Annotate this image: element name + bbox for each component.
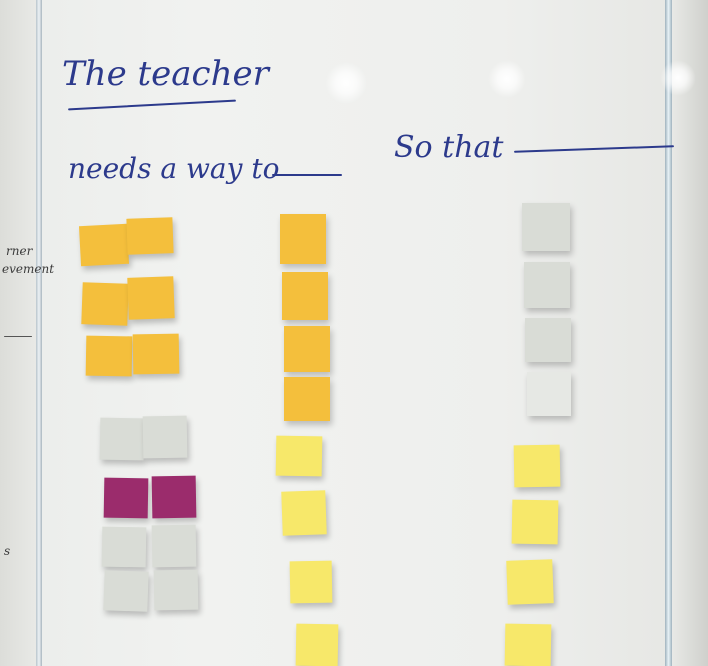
sticky-note[interactable] bbox=[506, 559, 554, 605]
sticky-note[interactable] bbox=[151, 475, 197, 519]
sticky-note[interactable] bbox=[281, 490, 327, 536]
sticky-note[interactable] bbox=[126, 217, 174, 255]
sticky-note[interactable] bbox=[525, 318, 571, 362]
sticky-note[interactable] bbox=[132, 333, 180, 375]
sticky-note[interactable] bbox=[101, 526, 147, 568]
sticky-note[interactable] bbox=[127, 276, 175, 320]
sticky-note[interactable] bbox=[513, 444, 561, 488]
sticky-note[interactable] bbox=[504, 623, 552, 666]
sticky-note[interactable] bbox=[275, 435, 323, 477]
sticky-note[interactable] bbox=[103, 477, 149, 519]
sticky-note[interactable] bbox=[153, 569, 199, 611]
sticky-note[interactable] bbox=[103, 570, 149, 612]
blank-line-2 bbox=[514, 145, 674, 153]
light-reflection bbox=[325, 62, 367, 104]
heading-needs: needs a way to bbox=[68, 152, 280, 185]
edge-text: evement bbox=[2, 262, 55, 276]
sticky-note[interactable] bbox=[284, 377, 330, 421]
blank-line-1 bbox=[272, 174, 342, 176]
sticky-note[interactable] bbox=[282, 272, 328, 320]
edge-line bbox=[4, 336, 32, 337]
sticky-note[interactable] bbox=[289, 560, 333, 604]
sticky-note[interactable] bbox=[527, 372, 571, 416]
whiteboard-frame-right bbox=[665, 0, 672, 666]
sticky-note[interactable] bbox=[85, 335, 133, 377]
title-underline bbox=[68, 99, 236, 111]
sticky-note[interactable] bbox=[81, 282, 129, 326]
heading-title: The teacher bbox=[62, 54, 269, 94]
sticky-note[interactable] bbox=[524, 262, 570, 308]
sticky-note[interactable] bbox=[151, 524, 197, 568]
heading-so-that: So that bbox=[394, 130, 504, 165]
wall-left bbox=[0, 0, 38, 666]
whiteboard-frame-left bbox=[36, 0, 42, 666]
edge-text: s bbox=[4, 544, 11, 558]
sticky-note[interactable] bbox=[511, 499, 559, 545]
sticky-note[interactable] bbox=[295, 623, 339, 666]
edge-text: rner bbox=[6, 244, 33, 258]
sticky-note[interactable] bbox=[78, 223, 130, 267]
sticky-note[interactable] bbox=[99, 417, 145, 461]
sticky-note[interactable] bbox=[280, 214, 326, 264]
sticky-note[interactable] bbox=[142, 415, 188, 459]
light-reflection bbox=[488, 60, 526, 98]
wall-right bbox=[672, 0, 708, 666]
sticky-note[interactable] bbox=[284, 326, 330, 372]
light-reflection bbox=[660, 60, 696, 96]
sticky-note[interactable] bbox=[522, 203, 570, 251]
